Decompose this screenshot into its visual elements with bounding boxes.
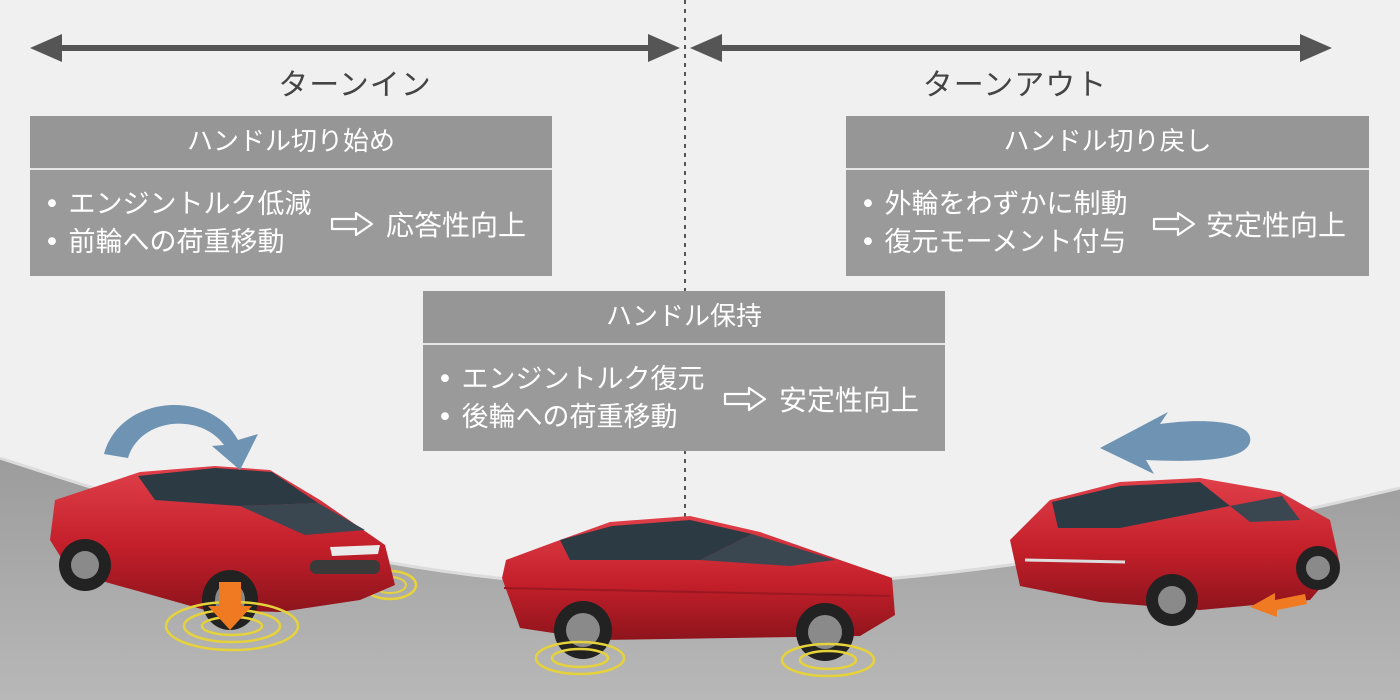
result-text: 安定性向上 bbox=[779, 384, 920, 417]
car-turn-in bbox=[50, 405, 418, 652]
front-load-arrow bbox=[208, 582, 252, 630]
front-wheel-ring bbox=[780, 642, 876, 678]
bullet-list: 外輪をわずかに制動 復元モーメント付与 bbox=[860, 186, 1128, 262]
car-turn-out bbox=[1010, 412, 1340, 626]
phase-label-turn-out: ターンアウト bbox=[922, 68, 1108, 103]
panel-body: 外輪をわずかに制動 復元モーメント付与 安定性向上 bbox=[846, 170, 1369, 276]
bullet-item: エンジントルク低減 bbox=[44, 186, 312, 224]
panel-steer-return: ハンドル切り戻し 外輪をわずかに制動 復元モーメント付与 安定性向上 bbox=[846, 116, 1369, 276]
outline-arrow-icon bbox=[1152, 211, 1196, 237]
result-text: 応答性向上 bbox=[386, 209, 527, 242]
bullet-item: 後輪への荷重移動 bbox=[437, 399, 705, 437]
outline-arrow-icon bbox=[723, 386, 767, 412]
rear-wheel-ring bbox=[534, 640, 626, 676]
yaw-arrow-turn-in bbox=[104, 405, 258, 470]
bullet-item: エンジントルク復元 bbox=[437, 361, 705, 399]
panel-steer-start: ハンドル切り始め エンジントルク低減 前輪への荷重移動 応答性向上 bbox=[30, 116, 552, 276]
panel-title: ハンドル切り始め bbox=[30, 116, 552, 170]
result-text: 安定性向上 bbox=[1206, 209, 1347, 242]
bullet-item: 前輪への荷重移動 bbox=[44, 224, 312, 262]
panel-body: エンジントルク復元 後輪への荷重移動 安定性向上 bbox=[423, 345, 945, 451]
panel-body: エンジントルク低減 前輪への荷重移動 応答性向上 bbox=[30, 170, 552, 276]
turn-out-span-arrow bbox=[690, 34, 1332, 62]
bullet-item: 復元モーメント付与 bbox=[860, 224, 1128, 262]
bullet-list: エンジントルク低減 前輪への荷重移動 bbox=[44, 186, 312, 262]
panel-title: ハンドル保持 bbox=[423, 291, 945, 345]
road bbox=[0, 458, 1400, 700]
car-hold bbox=[502, 516, 895, 678]
outline-arrow-icon bbox=[330, 211, 374, 237]
phase-label-turn-in: ターンイン bbox=[278, 68, 432, 103]
panel-steer-hold: ハンドル保持 エンジントルク復元 後輪への荷重移動 安定性向上 bbox=[423, 291, 945, 451]
turn-in-span-arrow bbox=[30, 34, 680, 62]
bullet-item: 外輪をわずかに制動 bbox=[860, 186, 1128, 224]
bullet-list: エンジントルク復元 後輪への荷重移動 bbox=[437, 361, 705, 437]
panel-title: ハンドル切り戻し bbox=[846, 116, 1369, 170]
yaw-arrow-turn-out bbox=[1100, 412, 1251, 474]
brake-force-arrow bbox=[1250, 593, 1307, 617]
